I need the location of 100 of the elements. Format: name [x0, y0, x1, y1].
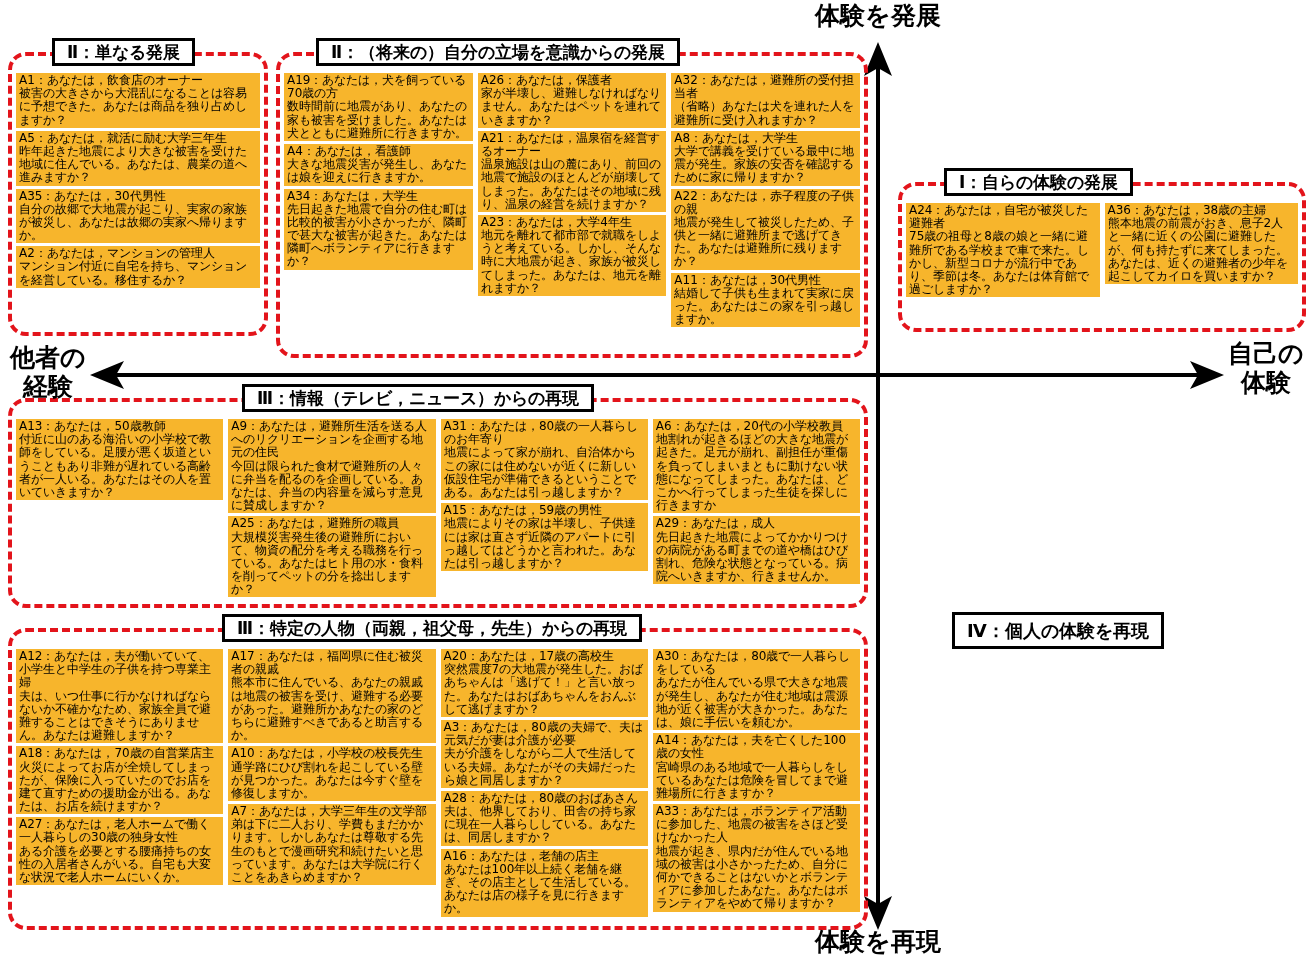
question-card [16, 817, 224, 886]
question-card [671, 73, 860, 128]
card-heading: A21：あなたは，温泉宿を経営するオーナー [480, 131, 662, 158]
question-card [228, 516, 436, 598]
card-heading: A6：あなたは，20代の小学校教員 [655, 420, 844, 434]
question-card [16, 130, 260, 186]
axis-label: 他者の経験 [8, 344, 87, 402]
question-card [1104, 203, 1298, 285]
card-text: 突然震度7の大地震が発生した。おばあちゃんは「逃げて！」と言い放った。あなたはおばあちゃんをおんぶして逃げますか？ [443, 663, 645, 716]
card-heading: A5：あなたは，就活に励む大学三年生 [19, 131, 228, 145]
card-heading: A17：あなたは，福岡県に住む被災者の親戚 [231, 650, 424, 677]
card-text: 熊本地震の前震がおき、息子2人と一緒に近くの公園に避難したが、何も持たずに来てしまった。あなたは、近くの避難者の少年を起こしてカイロを買いますか？ [1107, 217, 1289, 284]
question-card [284, 143, 473, 186]
card-text: 地割れが起きるほどの大きな地震が起きた。足元が崩れ、副担任が重傷を負ってしまいまともに動けない状態になってしまった。あなたは、どこかへ行ってしまった生徒を探しに行きますか [655, 433, 849, 513]
question-card [284, 73, 473, 141]
card-heading: A27：あなたは，老人ホームで働く一人暮らしの30歳の独身女性 [19, 818, 212, 845]
question-card [16, 419, 224, 501]
card-heading: A29：あなたは，成人 [655, 517, 777, 531]
card-text: 夫は、他界しており、田舎の持ち家に現在一人暮らししている。あなたは、同居しますか？ [443, 805, 636, 845]
question-card [16, 649, 224, 744]
card-text: マンション付近に自宅を持ち、マンションを経営している。移住するか？ [19, 260, 248, 287]
group-title: Ⅲ：特定の人物（両親，祖父母，先生）からの再現 [222, 614, 643, 643]
question-card [440, 719, 648, 788]
card-heading: A19：あなたは，犬を飼っている70歳の方 [287, 74, 468, 101]
card-text: 弟は下に二人おり、学費もまだかかります。しかしあなたは尊敬する先生のもとで漫画研究和続けたいと思っています。あなたは大学院に行くことをあきらめますか？ [231, 818, 425, 885]
card-text: 数時間前に地震があり、あなたの家も被害を受けました。あなたは犬とともに避難所に行きますか。 [287, 100, 468, 140]
card-heading: A11：あなたは，30代男性 [674, 273, 823, 287]
card-text: 地震が発生して被災したため、子供と一緒に避難所まで逃げてきた。あなたは避難所に残りますか？ [674, 215, 856, 269]
group-title: Ⅲ：情報（テレビ，ニュース）からの再現 [242, 384, 595, 413]
question-card [652, 649, 860, 731]
card-text: 夫は、いつ仕事に行かなければならないか不確かなため、家族全員で避難することはできそうにありません。あなたは避難しますか？ [19, 689, 212, 743]
question-card [440, 419, 648, 501]
question-card [652, 419, 860, 514]
axis-label: 体験を再現 [813, 928, 942, 957]
question-card [16, 246, 260, 288]
question-card [440, 503, 648, 572]
card-text: 宮崎県のある地域で一人暮らしをしているあなたは危険を冒してまで避難場所に行きますか？ [655, 760, 849, 801]
card-heading: A30：あなたは，80歳で一人暮らしをしている [655, 650, 852, 677]
card-text: 地震によって家が崩れ、自治体からこの家には住めないが近くに新しい仮設住宅が準備できるということである。あなたは引っ越しますか？ [443, 446, 637, 500]
card-text: 先日起きた地震で自分の住む町は比較的被害が小さかったが、隣町で甚大な被害が起きた。あなたは隣町へボランティアに行きますか？ [287, 202, 468, 269]
card-text: 夫が介護をしながら二人で生活している夫婦。あなたがその夫婦だったら娘と同居しますか？ [443, 747, 637, 787]
card-heading: A33：あなたは，ボランティア活動に参加した、地震の被害をさほど受けなかった人 [655, 805, 849, 845]
group-title: Ⅰ：自らの体験の発展 [944, 168, 1134, 197]
card-text: あなたが住んでいる県で大きな地震が発生し、あなたが住む地域は震源地が近く被害が大きかった。あなたは、娘に手伝いを頼むか。 [655, 676, 849, 730]
card-heading: A23：あなたは，大学4年生 [480, 215, 633, 230]
question-card [228, 804, 436, 886]
question-card [671, 130, 860, 186]
card-text: 75歳の祖母と8歳の娘と一緒に避難所である学校まで車で来た。しかし、新型コロナが流行中であり、季節は冬。あなたは体育館で過ごしますか？ [909, 230, 1090, 297]
card-heading: A36：あなたは，38歳の主婦 [1107, 204, 1268, 218]
question-card [16, 188, 260, 244]
card-text: 結婚して子供も生まれて実家に戻った。あなたはこの家を引っ越しますか。 [674, 286, 856, 327]
question-card [652, 804, 860, 912]
question-card [440, 790, 648, 846]
question-card [477, 214, 667, 296]
card-heading: A1：あなたは，飲食店のオーナー [19, 74, 204, 88]
card-text: （省略）あなたは犬を連れた人を避難所に受け入れますか？ [674, 100, 856, 127]
card-heading: A18：あなたは，70歳の自営業店主 [19, 747, 215, 761]
question-card [477, 130, 667, 212]
card-heading: A34：あなたは，大学生 [287, 189, 420, 203]
card-heading: A9：あなたは，避難所生活を送る人へのリクリエーションを企画する地元の住民 [231, 420, 429, 460]
card-heading: A28：あなたは，80歳のおばあさん [443, 791, 640, 806]
question-card [477, 73, 667, 128]
card-text: 自分の故郷で大地震が起こり、実家の家族が被災し、あなたは故郷の実家へ帰りますか。 [19, 202, 248, 243]
quadrant-title: Ⅳ：個人の体験を再現 [952, 612, 1164, 649]
card-heading: A24：あなたは，自宅が被災した避難者 [909, 204, 1090, 231]
card-text: あなたは100年以上続く老舗を継ぎ、その店主として生活している。あなたは店の様子を見に行きますか。 [443, 862, 637, 916]
card-text: 昨年起きた地震により大きな被害を受けた地域に住んでいる。あなたは、農業の道へ進みますか？ [19, 144, 248, 185]
card-text: 大きな地震災害が発生し、あなたは娘を迎えに行きますか。 [287, 158, 468, 185]
card-heading: A35：あなたは，30代男性 [19, 189, 167, 203]
card-heading: A25：あなたは，避難所の職員 [231, 517, 400, 531]
card-text: 熊本市に住んでいる、あなたの親戚は地震の被害を受け、避難する必要があった。避難所かあなたの家のどちらに避難すべきであると助言するか。 [231, 676, 425, 743]
axis-label: 体験を発展 [813, 2, 942, 31]
card-heading: A7：あなたは，大学三年生の文学部 [231, 805, 429, 819]
card-heading: A26：あなたは，保護者 [480, 74, 614, 88]
axis-label: 自己の体験 [1227, 340, 1305, 398]
question-card [906, 203, 1100, 298]
card-heading: A16：あなたは，老舗の店主 [443, 849, 600, 863]
card-text: 通学路にひび割れを起こしている壁が見つかった。あなたは今すぐ壁を修復しますか。 [231, 760, 425, 801]
question-card [16, 746, 224, 815]
card-heading: A32：あなたは，避難所の受付担当者 [674, 74, 855, 101]
question-card [228, 649, 436, 744]
question-card [284, 188, 473, 270]
card-text: 家が半壊し、避難しなければなりません。あなたはペットを連れていきますか？ [480, 87, 662, 127]
card-text: ある介護を必要とする腰痛持ちの女性の入居者さんがいる。自宅も大変な状況で老人ホームにいくか。 [19, 844, 212, 885]
question-card [228, 419, 436, 514]
card-text: 被害の大きさから大混乱になることは容易に予想できた。あなたは商品を独り占めしますか？ [19, 87, 248, 127]
card-heading: A22：あなたは，赤子程度の子供の親 [674, 189, 855, 216]
card-heading: A12：あなたは，夫が働いていて、小学生と中学生の子供を持つ専業主婦 [19, 650, 212, 690]
card-heading: A4：あなたは，看護師 [287, 144, 412, 159]
group-title: Ⅱ：（将来の）自分の立場を意識からの発展 [316, 38, 681, 67]
question-card [228, 746, 436, 802]
card-heading: A14：あなたは，夫を亡くした100歳の女性 [655, 734, 848, 761]
card-text: 先日起きた地震によってかかりつけの病院がある町までの道や橋はひび割れ、危険な状態となっている。病院へいきますか、行きませんか。 [655, 530, 849, 584]
card-heading: A10：あなたは，小学校の校長先生 [231, 747, 424, 761]
card-text: 付近に山のある海沿いの小学校で教師をしている。足腰が悪く坂道ということもあり非難が遅れている高齢者が一人いる。あなたはその人を置いていきますか？ [19, 433, 212, 500]
question-card [652, 516, 860, 585]
card-text: 大学で講義を受けている最中に地震が発生。家族の安否を確認するために家に帰りますか？ [674, 144, 856, 185]
card-text: 大規模災害発生後の避難所において、物資の配分を考える職務を行っている。あなたはヒト用の水・食料を削ってペットの分を捻出しますか？ [231, 530, 425, 597]
card-heading: A15：あなたは，59歳の男性 [443, 504, 603, 518]
card-text: 地元を離れて都市部で就職をしようと考えている。しかし、そんな時に大地震が起き、家族が被災してしまった。あなたは、地元を離れますか？ [480, 229, 662, 295]
